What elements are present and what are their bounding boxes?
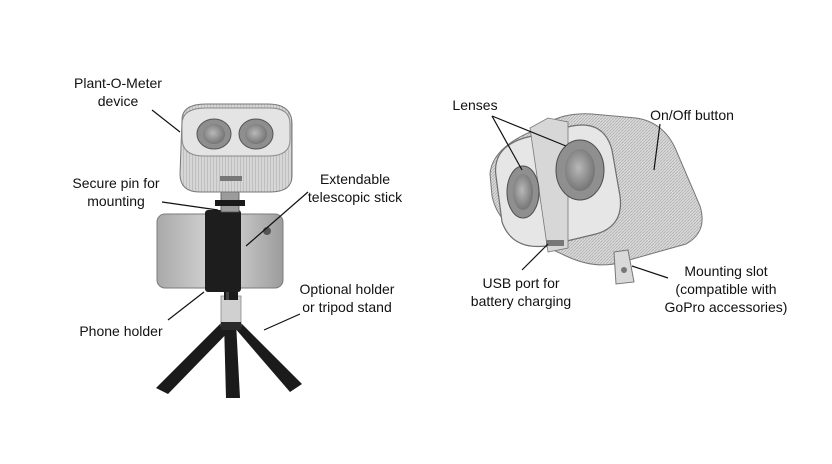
label-stand-line-1: Optional holder bbox=[299, 281, 395, 297]
label-lenses: Lenses bbox=[440, 96, 510, 114]
label-mount-line-2: (compatible with bbox=[675, 281, 777, 297]
label-usb-line-2: battery charging bbox=[470, 293, 572, 309]
leader-stick bbox=[245, 191, 309, 247]
leader-usb bbox=[521, 243, 549, 271]
label-onoff-line-1: On/Off button bbox=[650, 107, 734, 123]
label-device-line-1: Plant-O-Meter bbox=[74, 75, 162, 91]
phone bbox=[156, 210, 284, 292]
plant-o-meter-device bbox=[179, 103, 293, 193]
label-device-line-2: device bbox=[97, 93, 139, 109]
label-phone-holder-line-1: Phone holder bbox=[79, 323, 163, 339]
label-stand-line-2: or tripod stand bbox=[302, 299, 392, 315]
leader-onoff bbox=[653, 123, 661, 171]
label-mount-line-1: Mounting slot bbox=[684, 263, 768, 279]
label-mount: Mounting slot (compatible with GoPro acc… bbox=[654, 262, 798, 316]
leader-mount bbox=[631, 265, 669, 279]
label-lenses-line-1: Lenses bbox=[452, 97, 498, 113]
label-onoff: On/Off button bbox=[632, 106, 752, 124]
label-stick-line-2: telescopic stick bbox=[307, 189, 403, 205]
label-device: Plant-O-Meter device bbox=[62, 74, 174, 110]
label-mount-line-3: GoPro accessories) bbox=[664, 299, 788, 315]
device-3d-view bbox=[489, 113, 703, 285]
tripod-stand bbox=[156, 295, 302, 398]
label-phone-holder: Phone holder bbox=[62, 322, 180, 340]
leader-lens-2 bbox=[491, 115, 567, 147]
label-secure-pin-line-2: mounting bbox=[87, 193, 145, 209]
label-usb-line-1: USB port for bbox=[482, 275, 560, 291]
leader-device bbox=[151, 109, 181, 133]
leader-phone-holder bbox=[167, 291, 205, 321]
mount-pin bbox=[215, 189, 245, 213]
label-stick-line-1: Extendable bbox=[319, 171, 391, 187]
label-secure-pin: Secure pin for mounting bbox=[58, 174, 174, 210]
leader-secure-pin bbox=[161, 201, 219, 211]
label-stick: Extendable telescopic stick bbox=[290, 170, 420, 206]
leader-stand bbox=[263, 313, 301, 331]
label-usb: USB port for battery charging bbox=[456, 274, 586, 310]
label-stand: Optional holder or tripod stand bbox=[286, 280, 408, 316]
leader-lens-1 bbox=[491, 115, 523, 171]
label-secure-pin-line-1: Secure pin for bbox=[72, 175, 160, 191]
